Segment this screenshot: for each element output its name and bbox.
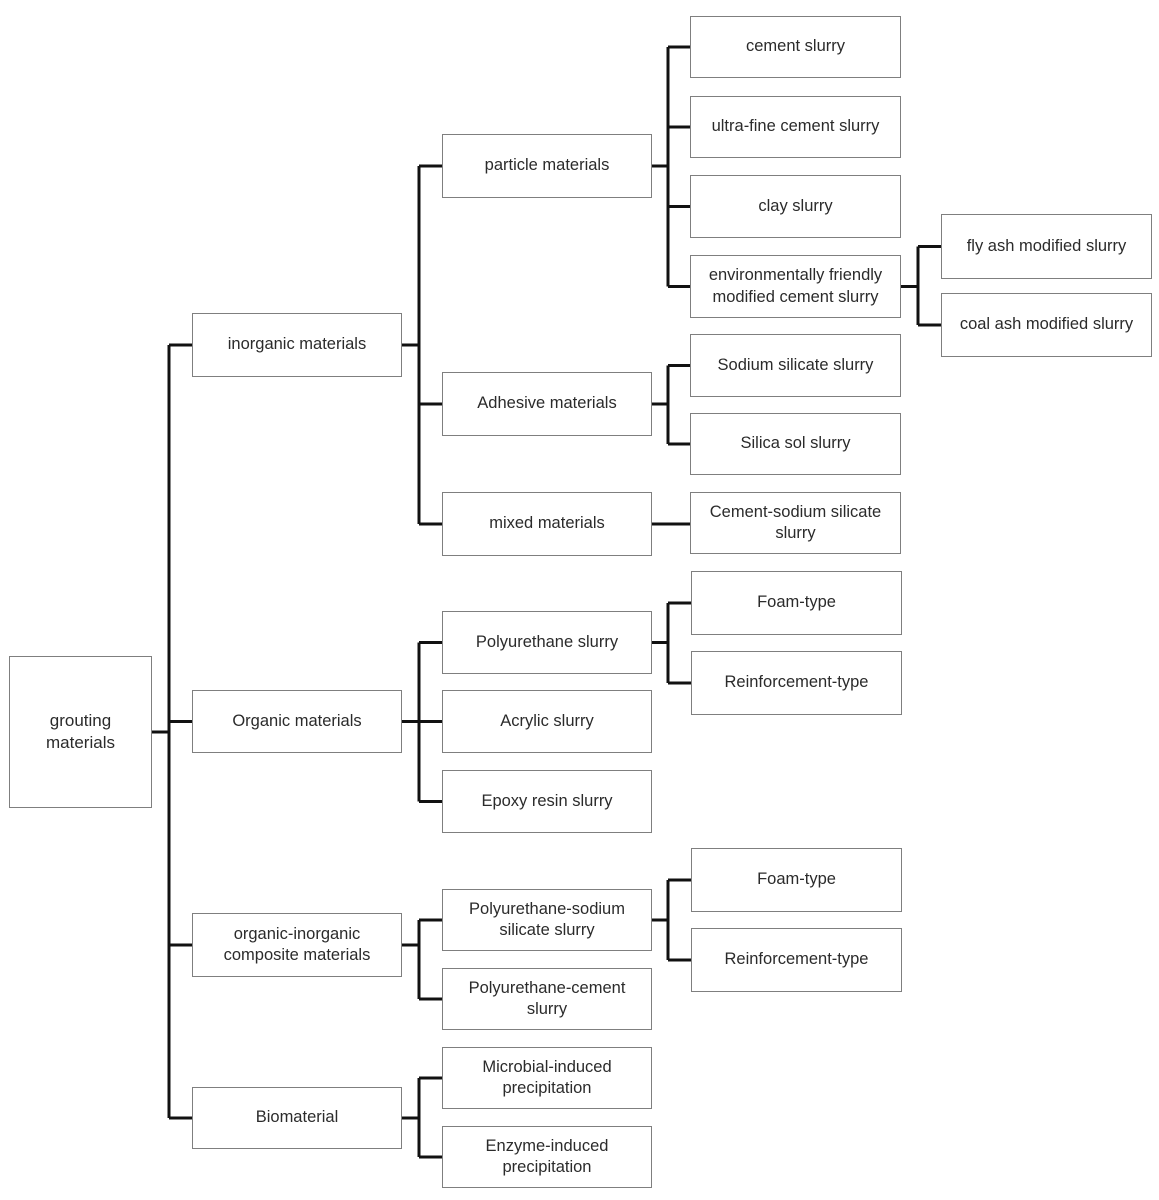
node-pu-sodium-silicate-slurry[interactable]: Polyurethane-sodium silicate slurry (442, 889, 652, 951)
node-epoxy-resin-slurry[interactable]: Epoxy resin slurry (442, 770, 652, 833)
node-eco-modified-cement-slurry[interactable]: environmentally friendly modified cement… (690, 255, 901, 318)
node-pu-cement-slurry[interactable]: Polyurethane-cement slurry (442, 968, 652, 1030)
node-inorganic[interactable]: inorganic materials (192, 313, 402, 377)
edge-polyurethane-slurry (652, 601, 691, 685)
node-root[interactable]: grouting materials (9, 656, 152, 808)
node-acrylic-slurry[interactable]: Acrylic slurry (442, 690, 652, 753)
node-cement-slurry[interactable]: cement slurry (690, 16, 901, 78)
edge-root (152, 343, 192, 1120)
node-pu-foam-type[interactable]: Foam-type (691, 571, 902, 635)
node-composite[interactable]: organic-inorganic composite materials (192, 913, 402, 977)
node-silica-sol-slurry[interactable]: Silica sol slurry (690, 413, 901, 475)
node-coal-ash-modified-slurry[interactable]: coal ash modified slurry (941, 293, 1152, 357)
edge-eco-modified-cement-slurry (901, 245, 941, 327)
node-sodium-silicate-slurry[interactable]: Sodium silicate slurry (690, 334, 901, 397)
node-clay-slurry[interactable]: clay slurry (690, 175, 901, 238)
edge-pu-sodium-silicate-slurry (652, 878, 691, 962)
node-cement-sodium-silicate-slurry[interactable]: Cement-sodium silicate slurry (690, 492, 901, 554)
edge-inorganic (402, 164, 442, 526)
node-adhesive[interactable]: Adhesive materials (442, 372, 652, 436)
edge-organic (402, 641, 442, 803)
node-particle[interactable]: particle materials (442, 134, 652, 198)
edge-particle (652, 45, 690, 288)
node-organic[interactable]: Organic materials (192, 690, 402, 753)
node-comp-reinforcement-type[interactable]: Reinforcement-type (691, 928, 902, 992)
node-pu-reinforcement-type[interactable]: Reinforcement-type (691, 651, 902, 715)
node-enzyme-induced-precipitation[interactable]: Enzyme-induced precipitation (442, 1126, 652, 1188)
edge-biomaterial (402, 1076, 442, 1159)
node-fly-ash-modified-slurry[interactable]: fly ash modified slurry (941, 214, 1152, 279)
node-biomaterial[interactable]: Biomaterial (192, 1087, 402, 1149)
node-ultra-fine-cement-slurry[interactable]: ultra-fine cement slurry (690, 96, 901, 158)
edge-composite (402, 918, 442, 1001)
edge-adhesive (652, 364, 690, 446)
node-comp-foam-type[interactable]: Foam-type (691, 848, 902, 912)
node-polyurethane-slurry[interactable]: Polyurethane slurry (442, 611, 652, 674)
node-microbial-induced-precipitation[interactable]: Microbial-induced precipitation (442, 1047, 652, 1109)
node-mixed[interactable]: mixed materials (442, 492, 652, 556)
